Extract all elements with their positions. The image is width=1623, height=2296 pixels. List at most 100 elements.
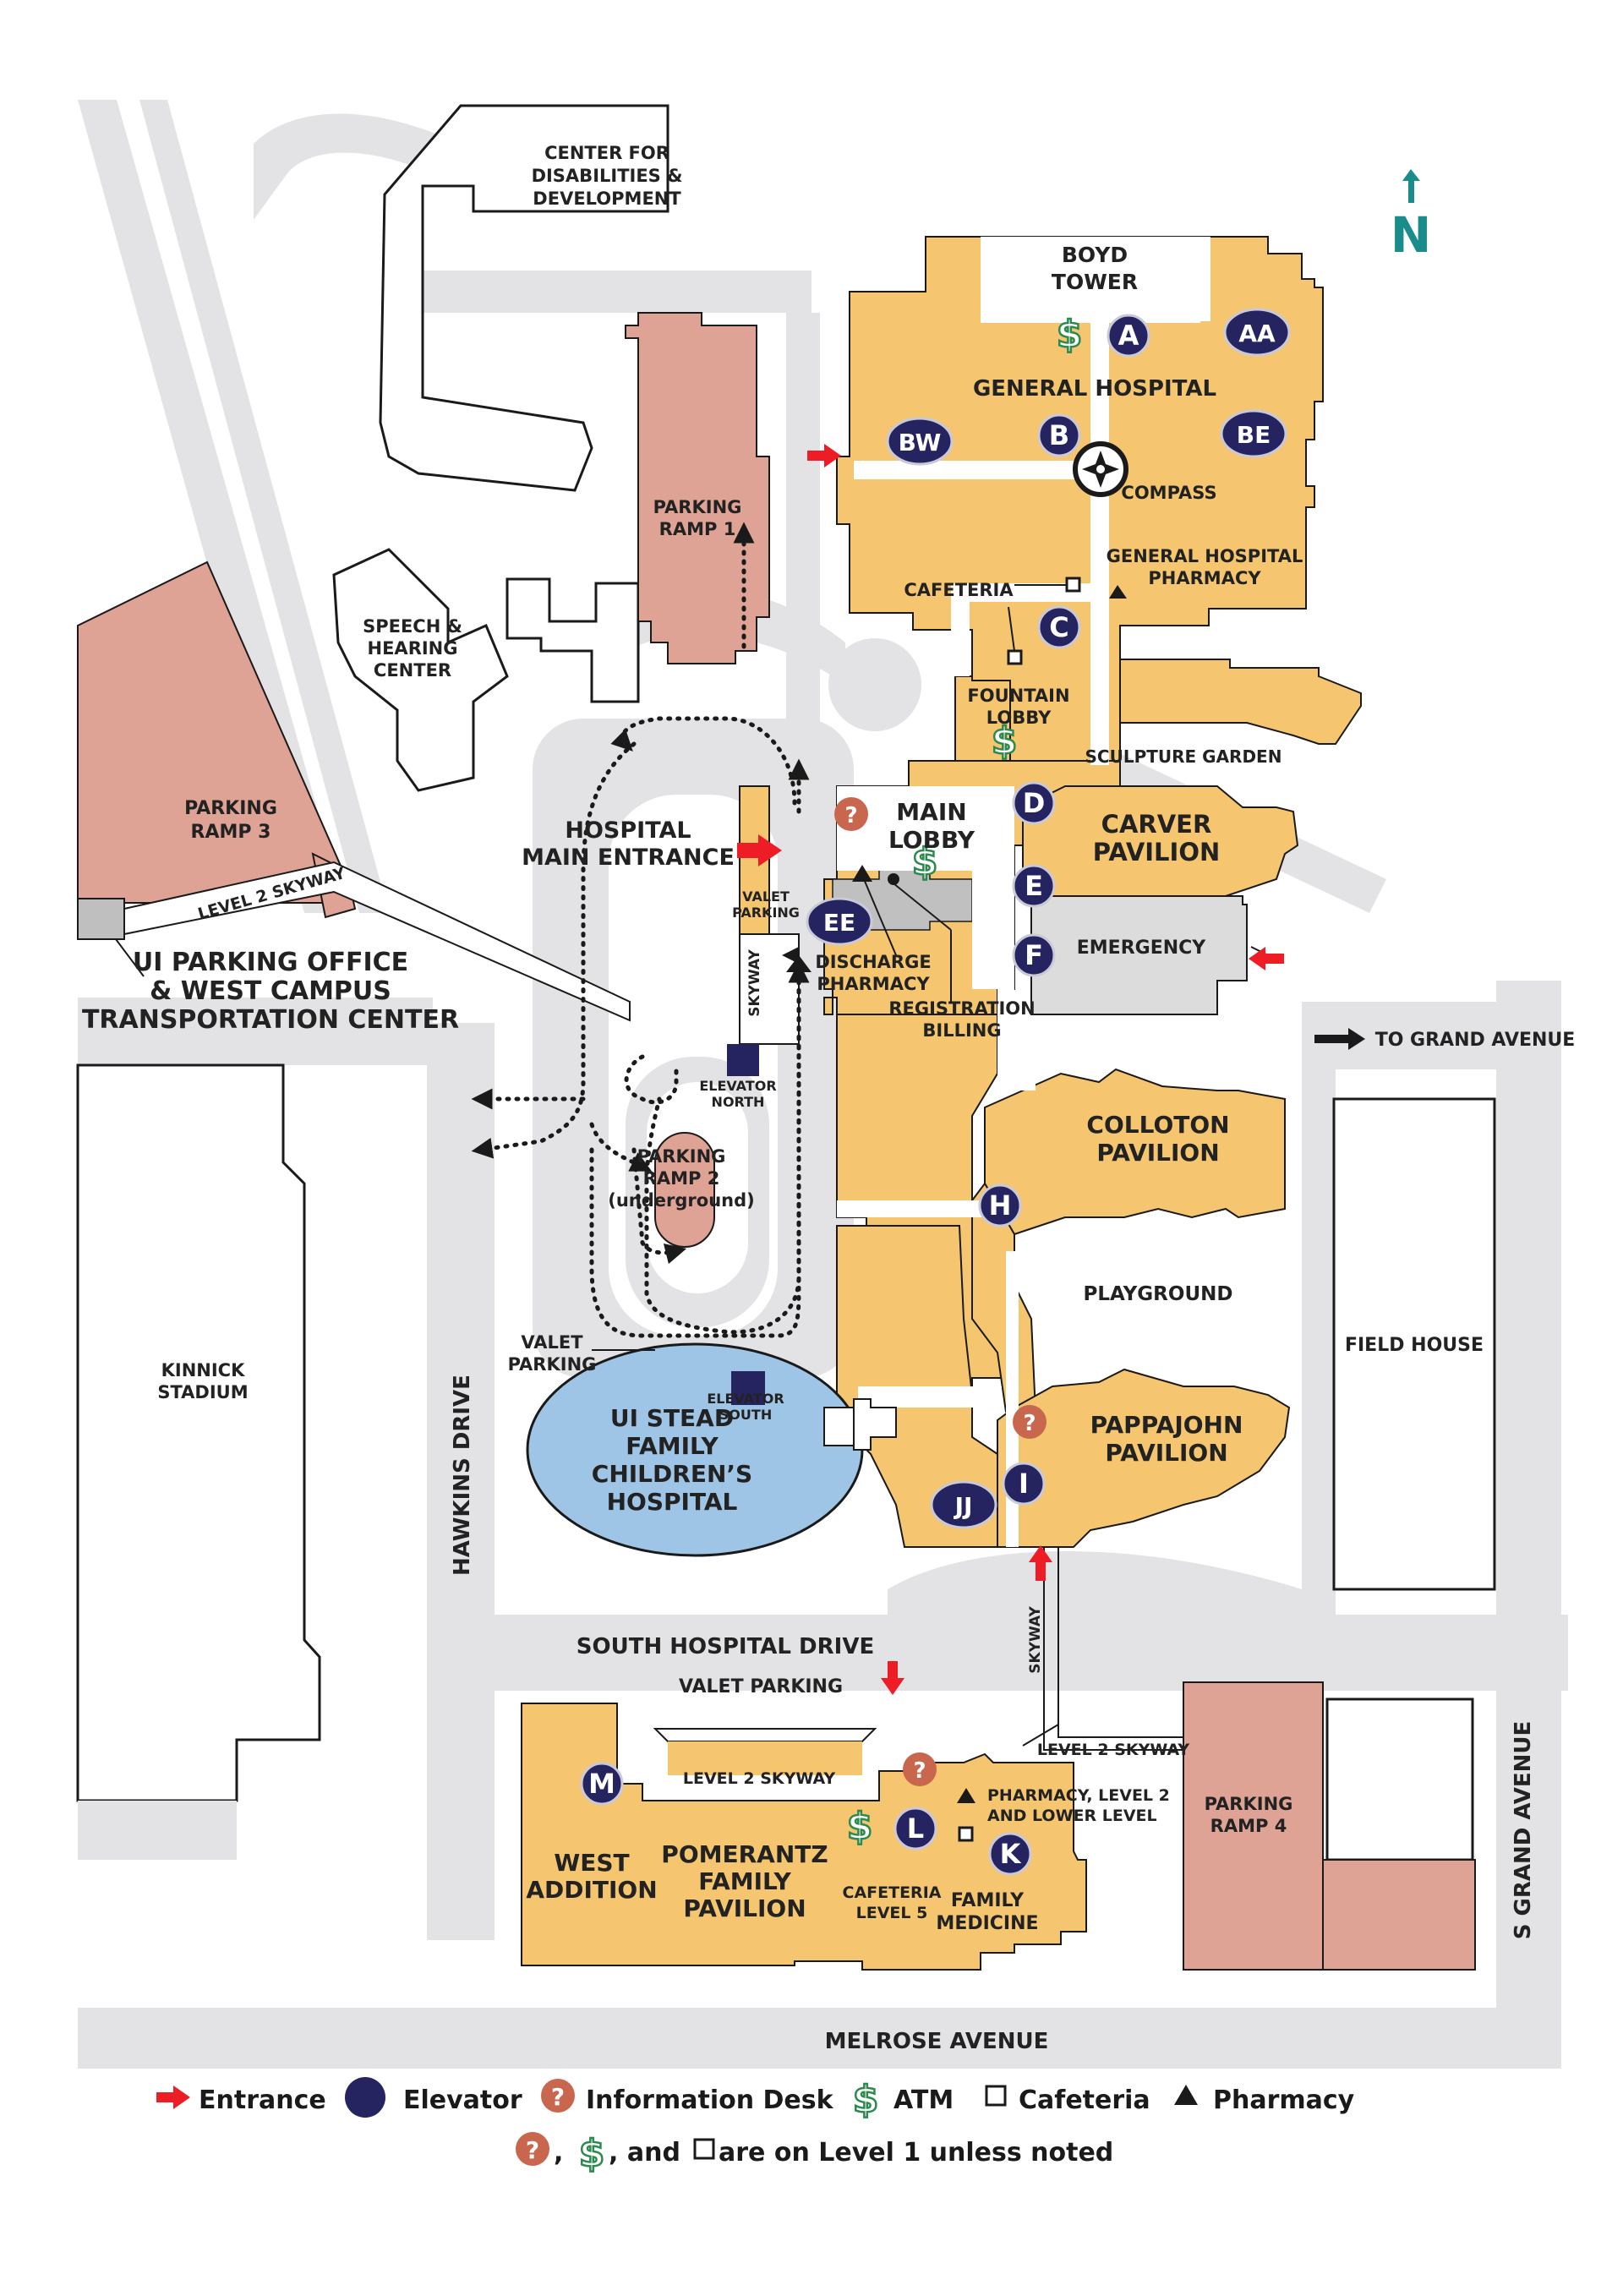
west-campus-road [78, 998, 433, 1065]
atm-icon: $ [1057, 313, 1083, 356]
elevator-b-icon: B [1037, 413, 1081, 457]
info-desk-icon: ? [903, 1752, 937, 1786]
legend-cafeteria-icon [985, 2085, 1007, 2107]
south-hospital-drive-road [427, 1615, 1568, 1691]
cafeteria-icon-gh-2 [1007, 649, 1023, 665]
cafeteria-leader-2 [1008, 606, 1015, 652]
sculpture-garden-label: SCULPTURE GARDEN [1085, 746, 1282, 767]
elevator-jj-label: JJ [954, 1492, 973, 1520]
elevator-north-marker [727, 1044, 759, 1076]
pharmacy-icon-discharge [852, 865, 872, 882]
ramp3-skyway [123, 861, 631, 1022]
to-grand-avenue-label: TO GRAND AVENUE [1375, 1030, 1576, 1051]
hawkins-drive-road [427, 1023, 495, 1940]
childrens-connector [823, 1407, 859, 1446]
elevator-i-icon: I [1002, 1462, 1046, 1506]
entrance-arrow-general-hospital [807, 444, 841, 467]
kinnick-stadium-shape [76, 1063, 321, 1802]
parking-ramp-4-b [1322, 1859, 1476, 1971]
elevator-k-icon: K [988, 1832, 1032, 1876]
black-arrow-main-entrance-right [782, 947, 799, 964]
dotted-path-loop [644, 970, 801, 1335]
registration-dot-icon [888, 873, 899, 885]
elevator-m-icon: M [580, 1762, 624, 1806]
level2-skyway-pom-label: LEVEL 2 SKYWAY [683, 1769, 835, 1788]
south-skyway-line [1043, 1547, 1183, 1751]
ui-parking-office-leader [115, 938, 145, 977]
south-skyway-link [1022, 1724, 1059, 1747]
north-curve-road [254, 113, 473, 220]
cafeteria-icon-pom [958, 1826, 974, 1842]
pharmacy-icon-pom [957, 1788, 975, 1803]
cafeteria-label: CAFETERIA [904, 580, 1014, 600]
elevator-bw-label: BW [899, 429, 942, 456]
elevator-a-label: A [1118, 320, 1139, 352]
dotted-path-north-loop [610, 716, 797, 806]
pappajohn-south-road [888, 1551, 1302, 1615]
fountain-circle [828, 638, 921, 731]
elevator-f-label: F [1025, 939, 1043, 971]
elevator-l-icon: L [893, 1807, 937, 1850]
south-skyway-line-2 [1057, 1547, 1183, 1738]
legend-elevator-label: Elevator [403, 2086, 522, 2115]
entrance-arrow-pappajohn [1029, 1545, 1052, 1581]
info-desk-icons: ??? [834, 797, 1046, 1786]
emergency-label: EMERGENCY [1077, 938, 1207, 959]
gh-corridor-cafeteria-2 [951, 583, 970, 676]
elevator-be-icon: BE [1220, 409, 1287, 458]
elevator-c-label: C [1049, 611, 1068, 643]
general-hospital-label: GENERAL HOSPITAL [973, 376, 1216, 402]
info-desk-glyph: ? [913, 1758, 926, 1784]
west-diagonal-road [78, 100, 347, 913]
atm-icon: $ [847, 1805, 873, 1848]
elevator-h-icon: H [978, 1184, 1022, 1227]
dotted-path-ramp2-loop [589, 961, 810, 1338]
s-grand-avenue-road [1496, 981, 1561, 2008]
parking-ramp-4 [1183, 1681, 1324, 1971]
elevator-l-label: L [907, 1812, 924, 1845]
pharmacy-icon-gh [1109, 585, 1127, 599]
hawkins-drive-label: HAWKINS DRIVE [450, 1375, 475, 1576]
registration-leader [893, 883, 952, 931]
elevator-ee-label: EE [823, 909, 855, 937]
dotted-path-west-loop [471, 741, 637, 1159]
pomerantz-skyway-white [668, 1741, 862, 1775]
note-info-icon [516, 2132, 549, 2166]
gh-corridor-left-up [981, 237, 999, 321]
colloton-pavilion [984, 1068, 1286, 1236]
legend-info-icon [541, 2079, 575, 2113]
east-road [1302, 1002, 1336, 1627]
playground-area [1036, 1217, 1293, 1408]
north-arrow-icon: N [1391, 169, 1431, 264]
elevator-jj-icon: JJ [930, 1480, 997, 1529]
info-desk-icon: ? [1013, 1405, 1046, 1439]
info-desk-glyph: ? [1023, 1411, 1036, 1436]
melrose-avenue-road [78, 2008, 1561, 2069]
elevator-f-icon: F [1012, 933, 1056, 977]
emergency-building [1030, 895, 1248, 1015]
atm-icon: $ [912, 840, 938, 883]
gh-corridor-vertical [1090, 304, 1109, 765]
elevator-d-label: D [1023, 787, 1046, 819]
legend-info-label: Information Desk [586, 2086, 834, 2115]
childrens-connector-bridge [853, 1398, 897, 1451]
legend-pharmacy-label: Pharmacy [1213, 2086, 1355, 2115]
ui-parking-office-building [77, 898, 125, 940]
elevator-k-label: K [1000, 1838, 1022, 1870]
note-comma: , [554, 2138, 563, 2168]
elevator-a-icon: A [1107, 314, 1150, 358]
note-end: are on Level 1 unless noted [719, 2138, 1113, 2168]
